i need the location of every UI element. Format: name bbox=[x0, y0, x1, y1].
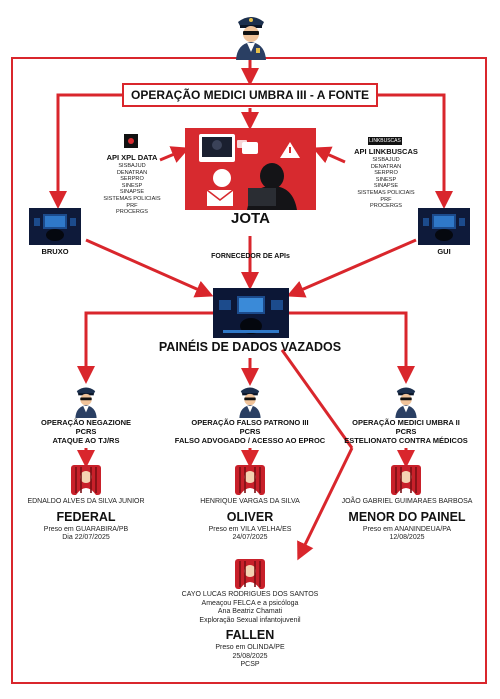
suspect-4-note-1: Ameaçou FELCA e a psicóloga bbox=[201, 599, 299, 607]
api-right-source-item: SINESP bbox=[375, 176, 397, 183]
api-linkbuscas-logo: LINKBUSCAS bbox=[368, 137, 402, 145]
api-xpl-logo-icon bbox=[124, 134, 138, 148]
api-left-source-item: PROCERGS bbox=[115, 209, 148, 216]
suspect-2-date: 24/07/2025 bbox=[232, 534, 268, 541]
suspect-3-prisoner-icon bbox=[391, 465, 421, 495]
suspect-2-name: HENRIQUE VARGAS DA SILVA bbox=[200, 498, 300, 505]
suspect-1-name: EDNALDO ALVES DA SILVA JUNIOR bbox=[27, 498, 145, 505]
center-node-role: FORNECEDOR DE APIs bbox=[211, 253, 290, 260]
suspect-1-alias: FEDERAL bbox=[56, 509, 116, 524]
operation-3-officer-icon bbox=[395, 387, 417, 418]
gui-hacker-image bbox=[418, 208, 470, 245]
operation-3-title: OPERAÇÃO MEDICI UMBRA II bbox=[352, 418, 460, 427]
suspect-2-place: Preso em VILA VELHA/ES bbox=[208, 525, 292, 533]
operation-2: OPERAÇÃO FALSO PATRONO III PCRS FALSO AD… bbox=[160, 418, 340, 445]
operation-2-desc: FALSO ADVOGADO / ACESSO AO EPROC bbox=[174, 436, 326, 445]
suspect-2: HENRIQUE VARGAS DA SILVA OLIVER Preso em… bbox=[182, 498, 318, 543]
suspect-3: JOÃO GABRIEL GUIMARAES BARBOSA MENOR DO … bbox=[332, 498, 482, 543]
operation-2-org: PCRS bbox=[239, 427, 261, 436]
suspect-1-place: Preso em GUARABIRA/PB bbox=[43, 525, 129, 533]
suspect-4-name: CAYO LUCAS RODRIGUES DOS SANTOS bbox=[181, 591, 319, 598]
suspect-1-date: Dia 22/07/2025 bbox=[62, 534, 110, 541]
api-right-source-item: DENATRAN bbox=[370, 163, 402, 170]
suspect-4-org: PCSP bbox=[240, 661, 260, 668]
api-left-source-item: PRF bbox=[126, 202, 138, 209]
operation-1-desc: ATAQUE AO TJ/RS bbox=[52, 436, 120, 445]
suspect-3-name: JOÃO GABRIEL GUIMARAES BARBOSA bbox=[341, 498, 473, 505]
suspect-4: CAYO LUCAS RODRIGUES DOS SANTOS Ameaçou … bbox=[150, 591, 350, 670]
operation-2-title: OPERAÇÃO FALSO PATRONO III bbox=[191, 418, 309, 427]
bruxo-hacker-image bbox=[29, 208, 81, 245]
suspect-4-date: 25/08/2025 bbox=[232, 652, 268, 660]
suspect-2-prisoner-icon bbox=[235, 465, 265, 495]
operation-1-officer-icon bbox=[75, 387, 97, 418]
suspect-3-date: 12/08/2025 bbox=[389, 534, 425, 541]
suspect-2-alias: OLIVER bbox=[226, 509, 274, 524]
api-left-source-item: SINAPSE bbox=[119, 189, 145, 196]
panels-image bbox=[213, 288, 289, 338]
api-linkbuscas-logo-text: LINKBUSCAS bbox=[369, 138, 401, 144]
suspect-3-place: Preso em ANANINDEUA/PA bbox=[362, 525, 452, 533]
operation-2-officer-icon bbox=[239, 387, 261, 418]
suspect-4-note-2: Ana Beatriz Chamati bbox=[217, 608, 283, 615]
api-left-source-item: SINESP bbox=[121, 182, 143, 189]
operation-3-desc: ESTELIONATO CONTRA MÉDICOS bbox=[344, 436, 468, 445]
api-left-source-item: SISBAJUD bbox=[118, 163, 146, 169]
suspect-1: EDNALDO ALVES DA SILVA JUNIOR FEDERAL Pr… bbox=[18, 498, 154, 543]
api-right-source-item: SERPRO bbox=[374, 170, 398, 177]
api-right-source-item: SISBAJUD bbox=[372, 157, 400, 163]
suspect-4-place: Preso em OLINDA/PE bbox=[215, 644, 285, 651]
main-title-text: OPERAÇÃO MEDICI UMBRA III - A FONTE bbox=[131, 88, 369, 102]
suspect-4-prisoner-icon bbox=[235, 559, 265, 589]
suspect-1-prisoner-icon bbox=[71, 465, 101, 495]
operation-1-title: OPERAÇÃO NEGAZIONE bbox=[40, 418, 131, 427]
operation-3: OPERAÇÃO MEDICI UMBRA II PCRS ESTELIONAT… bbox=[338, 418, 474, 445]
api-left-source-item: SERPRO bbox=[120, 176, 144, 183]
api-left-source-item: SISTEMAS POLICIAIS bbox=[103, 195, 161, 202]
api-right-source-item: PROCERGS bbox=[369, 203, 402, 210]
side-node-left: BRUXO bbox=[41, 247, 69, 256]
panels-label: PAINÉIS DE DADOS VAZADOS bbox=[158, 340, 342, 354]
operation-1: OPERAÇÃO NEGAZIONE PCRS ATAQUE AO TJ/RS bbox=[26, 418, 146, 445]
api-left-source-item: DENATRAN bbox=[116, 169, 148, 176]
hacker-image bbox=[185, 128, 316, 210]
suspect-3-alias: MENOR DO PAINEL bbox=[348, 509, 466, 524]
center-node-name: JOTA bbox=[231, 210, 270, 227]
operation-3-org: PCRS bbox=[395, 427, 417, 436]
operation-1-org: PCRS bbox=[75, 427, 97, 436]
api-right-source-item: SISTEMAS POLICIAIS bbox=[357, 189, 415, 196]
api-right-source-item: SINAPSE bbox=[373, 183, 399, 190]
suspect-4-note-3: Exploração Sexual infantojuvenil bbox=[199, 616, 301, 624]
main-title: OPERAÇÃO MEDICI UMBRA III - A FONTE bbox=[122, 83, 378, 107]
police-officer-icon bbox=[236, 17, 266, 60]
api-left-name: API XPL DATA bbox=[106, 153, 158, 162]
suspect-4-alias: FALLEN bbox=[225, 628, 275, 642]
side-node-right: GUI bbox=[437, 247, 451, 256]
api-right-name: API LINKBUSCAS bbox=[354, 147, 418, 156]
api-right-source-item: PRF bbox=[380, 196, 392, 203]
